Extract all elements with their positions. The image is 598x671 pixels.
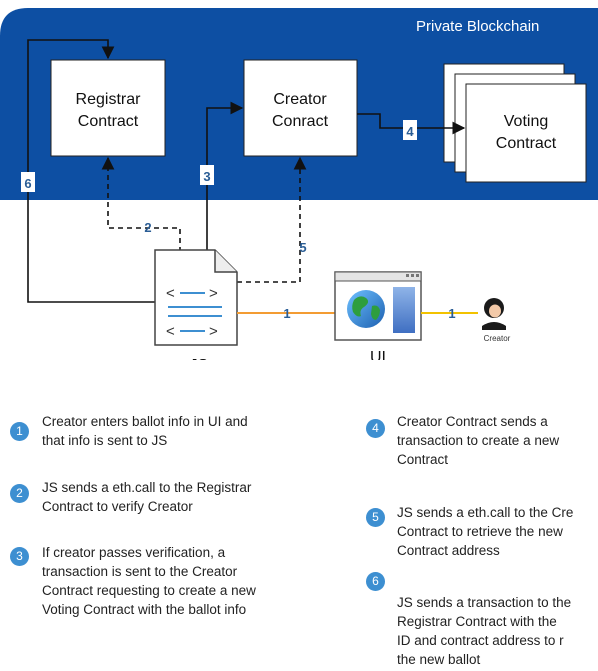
step-1-badge: 1 bbox=[10, 422, 29, 441]
creator-person-label: Creator bbox=[484, 334, 511, 343]
step-5-badge: 5 bbox=[366, 508, 385, 527]
registrar-contract-box bbox=[50, 59, 166, 157]
arrow-6 bbox=[27, 39, 155, 303]
step-4-badge: 4 bbox=[366, 419, 385, 438]
ui-label: UI bbox=[370, 349, 386, 360]
arrow-3-label: 3 bbox=[203, 169, 210, 184]
registrar-line-1: Registrar bbox=[76, 91, 142, 108]
svg-text:<: < bbox=[166, 323, 175, 340]
voting-contract-box bbox=[465, 83, 587, 183]
arrow-2-label: 2 bbox=[144, 220, 151, 235]
arrow-4 bbox=[357, 113, 466, 135]
architecture-diagram: Private Blockchain Registrar Contract Cr… bbox=[0, 8, 598, 360]
voting-line-1: Voting bbox=[504, 113, 548, 130]
voting-line-2: Contract bbox=[496, 135, 557, 152]
arrow-2 bbox=[101, 156, 181, 252]
arrow-6-label: 6 bbox=[24, 176, 31, 191]
ui-window-icon bbox=[334, 271, 422, 341]
arrow-3 bbox=[206, 101, 244, 252]
creator-contract-box bbox=[243, 59, 358, 157]
svg-text:>: > bbox=[209, 285, 218, 302]
creator-line-1: Creator bbox=[273, 91, 327, 108]
js-document-icon: < > < > bbox=[154, 249, 238, 346]
arrow-5 bbox=[237, 156, 307, 283]
blockchain-label: Private Blockchain bbox=[416, 18, 539, 35]
svg-text:<: < bbox=[166, 285, 175, 302]
arrow-5-label: 5 bbox=[299, 240, 306, 255]
arrow-6-label-bg bbox=[21, 172, 35, 192]
step-6-badge: 6 bbox=[366, 572, 385, 591]
arrow-4-label: 4 bbox=[406, 124, 414, 139]
arrow-3-label-bg bbox=[200, 165, 214, 185]
js-label: JS bbox=[190, 357, 209, 360]
arrow-4-label-bg bbox=[403, 120, 417, 140]
creator-person-icon bbox=[482, 298, 506, 330]
step-3-badge: 3 bbox=[10, 547, 29, 566]
step-2-badge: 2 bbox=[10, 484, 29, 503]
link-person-ui-label: 1 bbox=[448, 306, 455, 321]
svg-text:>: > bbox=[209, 323, 218, 340]
registrar-line-2: Contract bbox=[78, 113, 139, 130]
creator-line-2: Conract bbox=[272, 113, 329, 130]
link-ui-js-label: 1 bbox=[283, 306, 290, 321]
